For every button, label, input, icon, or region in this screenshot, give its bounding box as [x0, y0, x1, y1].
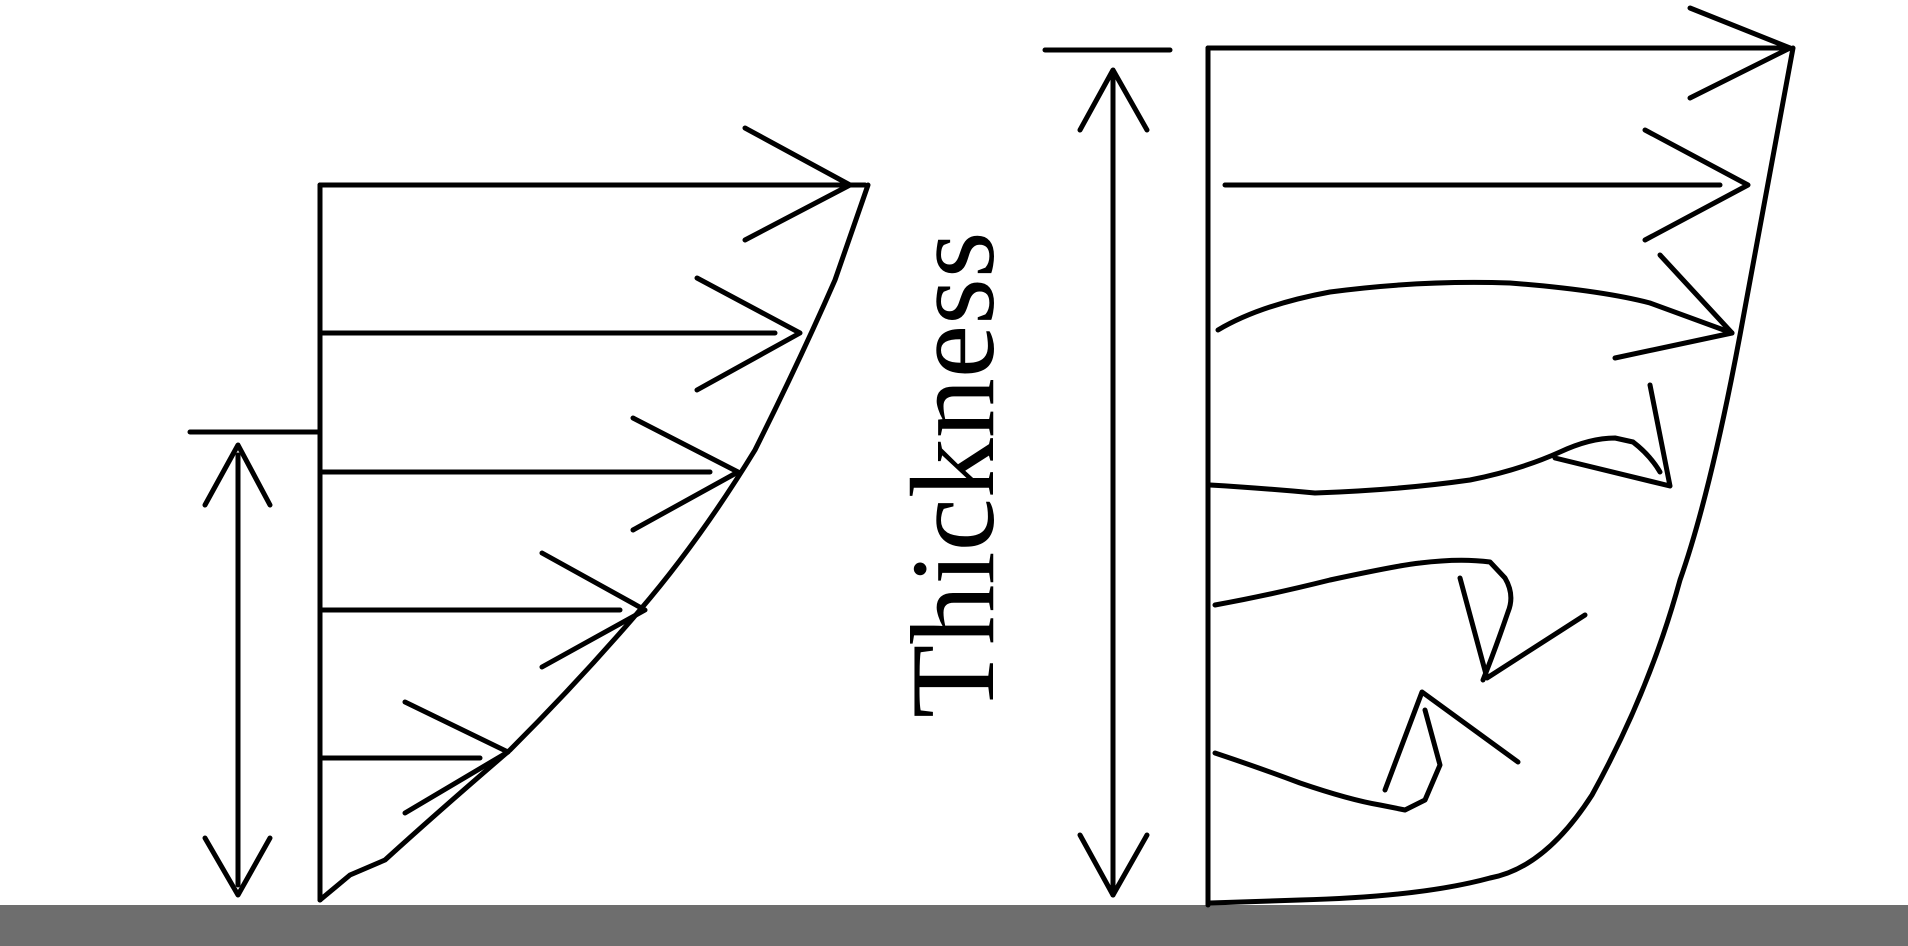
turbulent-thickness-arrow [1077, 67, 1150, 898]
turbulent-profile-curve [1207, 45, 1796, 906]
thickness-label: Thickness [886, 231, 1019, 718]
turbulent-eddy-line [1212, 689, 1521, 813]
turbulent-eddy-line [1207, 382, 1673, 496]
laminar-velocity-arrow [317, 699, 511, 816]
laminar-velocity-arrow [317, 550, 648, 670]
turbulent-profile: Thickness [886, 5, 1796, 908]
laminar-velocity-arrow [317, 415, 741, 533]
laminar-profile-curve [317, 182, 871, 903]
laminar-velocity-arrow [317, 125, 868, 243]
laminar-profile [187, 125, 871, 903]
turbulent-eddy-line [1212, 557, 1588, 683]
ground-surface [0, 905, 1908, 946]
laminar-velocity-arrow [317, 275, 803, 393]
turbulent-eddy-line [1215, 252, 1735, 361]
turbulent-velocity-arrow [1222, 127, 1751, 243]
turbulent-velocity-arrow [1205, 5, 1793, 101]
laminar-thickness-arrow [202, 442, 273, 898]
